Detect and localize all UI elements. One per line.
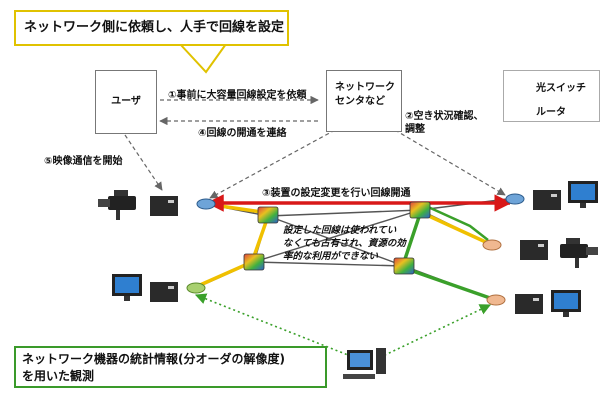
step-2-label: ②空き状況確認、 調整 [405,110,483,136]
step-5-label: ⑤映像通信を開始 [44,156,123,167]
user-box: ユーザ [95,70,157,134]
step-3-label: ③装置の設定変更を行い回線開通 [262,188,411,199]
measure-arrow-left [194,293,349,356]
bottom-callout-line2: を用いた観測 [22,369,95,383]
optical-switch-icon [243,253,265,271]
note-line3: 率的な利用ができない [283,251,379,262]
bottom-callout: ネットワーク機器の統計情報(分オーダの解像度) を用いた観測 [14,346,327,388]
monitor-icon [112,274,142,301]
note-line2: なくても占有され、資源の効 [283,238,406,249]
center-label-line2: センタなど [335,96,385,107]
optical-switch-icon [257,206,279,224]
note-line1: 設定した回線は使われてい [283,225,397,236]
measure-arrow-right [384,304,492,356]
network-center-box: ネットワーク センタなど [326,70,402,132]
monitor-icon [551,290,581,317]
router-icon [482,239,502,251]
arrow-config-left [209,129,336,199]
step-2-line2: 調整 [405,124,425,135]
user-label: ユーザ [111,96,141,107]
bottom-callout-line1: ネットワーク機器の統計情報(分オーダの解像度) [22,352,285,366]
arrow-config-right [394,129,506,196]
top-callout: ネットワーク側に依頼し、人手で回線を設定 [14,10,289,46]
router-icon [505,193,525,205]
codec-device-icon [520,240,548,260]
step-2-line1: ②空き状況確認、 [405,111,484,122]
video-camera-icon [98,190,136,220]
router-icon [186,282,206,294]
codec-device-icon [533,190,561,210]
codec-device-icon [150,282,178,302]
monitor-icon [568,181,598,208]
top-callout-pointer [177,43,228,74]
optical-switch-icon [409,201,431,219]
router-icon [486,294,506,306]
yellow-link [199,202,268,287]
router-icon [196,198,216,210]
step-4-label: ④回線の開通を連絡 [198,128,287,139]
green-link [402,213,422,263]
arrow-start-video [124,134,163,191]
step-1-label: ①事前に大容量回線設定を依頼 [168,90,307,101]
video-camera-icon [560,238,598,268]
optical-switch-icon [393,257,415,275]
codec-device-icon [515,294,543,314]
top-callout-text: ネットワーク側に依頼し、人手で回線を設定 [24,20,285,35]
utilization-note: 設定した回線は使われてい なくても占有され、資源の効 率的な利用ができない [283,224,406,263]
computer-icon [343,348,386,379]
center-label-line1: ネットワーク [335,82,395,93]
legend: 光スイッチ ルータ [503,70,600,122]
legend-optical-switch: 光スイッチ [536,83,586,94]
codec-device-icon [150,196,178,216]
legend-router: ルータ [536,107,566,118]
